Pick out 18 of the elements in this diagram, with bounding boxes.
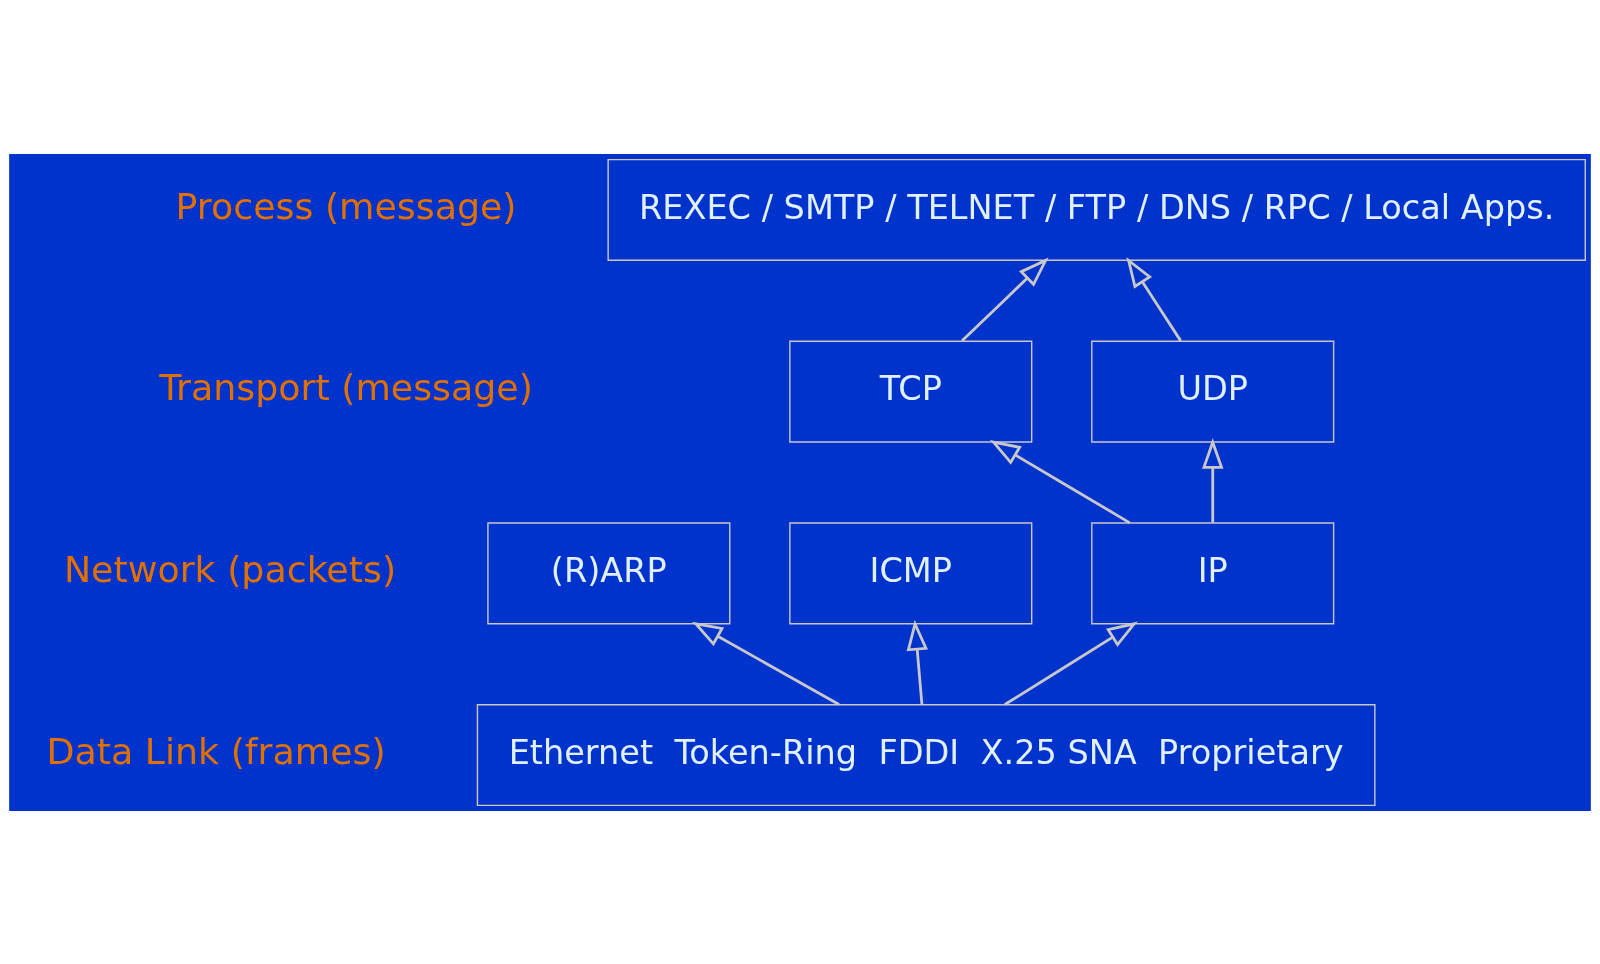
arrow: [1201, 437, 1224, 523]
label: Transport (message): [159, 365, 533, 409]
label: Process (message): [175, 184, 517, 228]
arrow: [906, 619, 928, 704]
node-box: REXEC / SMTP / TELNET / FTP / DNS / RPC / Local Apps.: [607, 158, 1586, 261]
node-box: (R)ARP: [487, 521, 731, 624]
node-box: Ethernet Token-Ring FDDI X.25 SNA Proprietary: [476, 703, 1376, 806]
label: Data Link (frames): [46, 729, 386, 773]
node-box: TCP: [789, 340, 1033, 443]
node-box: UDP: [1091, 340, 1335, 443]
arrow: [1004, 621, 1138, 706]
label: Network (packets): [63, 547, 397, 591]
arrow: [692, 621, 840, 706]
arrow: [989, 439, 1131, 524]
node-box: ICMP: [789, 521, 1033, 624]
arrow: [1126, 256, 1182, 342]
arrow: [961, 257, 1049, 342]
node-box: IP: [1091, 521, 1335, 624]
